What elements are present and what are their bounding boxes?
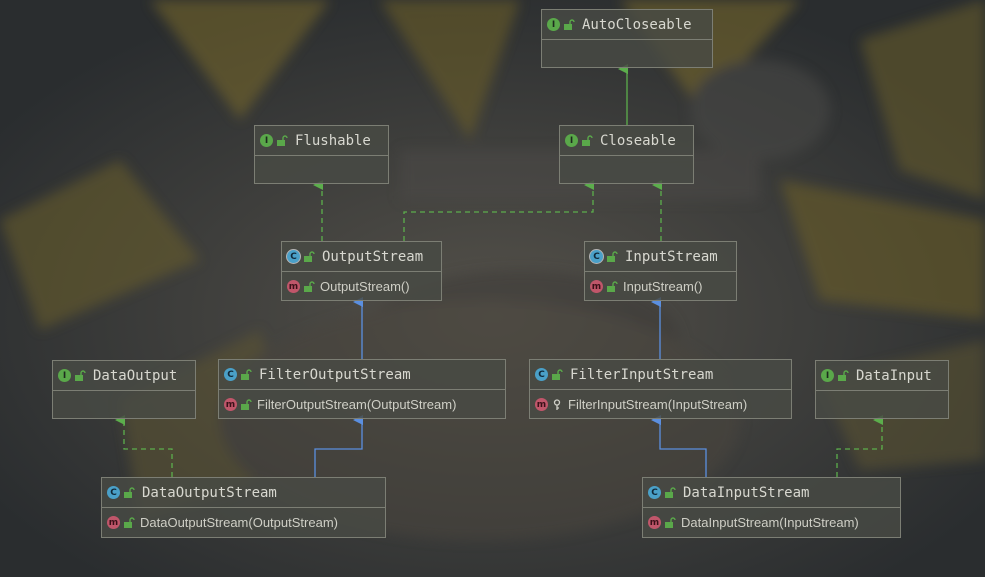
node-members-empty — [542, 40, 712, 69]
interface-icon: I — [547, 18, 560, 31]
node-datainputstream[interactable]: C DataInputStream m DataInputStream(Inpu… — [642, 477, 901, 538]
node-header: C OutputStream — [282, 242, 441, 272]
node-member-row: m FilterInputStream(InputStream) — [530, 390, 791, 419]
unlocked-icon — [564, 18, 575, 30]
unlocked-icon — [607, 280, 618, 292]
node-title: InputStream — [625, 248, 718, 265]
node-members-empty — [53, 391, 195, 420]
node-header: C FilterOutputStream — [219, 360, 505, 390]
node-dataoutputstream[interactable]: C DataOutputStream m DataOutputStream(Ou… — [101, 477, 386, 538]
unlocked-icon — [124, 486, 135, 498]
unlocked-icon — [75, 369, 86, 381]
node-outputstream[interactable]: C OutputStream m OutputStream() — [281, 241, 442, 301]
class-icon: C — [107, 486, 120, 499]
unlocked-icon — [838, 369, 849, 381]
node-member: OutputStream() — [320, 279, 410, 294]
unlocked-icon — [277, 134, 288, 146]
class-icon: C — [224, 368, 237, 381]
method-icon: m — [590, 280, 603, 293]
node-header: I AutoCloseable — [542, 10, 712, 40]
interface-icon: I — [58, 369, 71, 382]
node-title: DataOutputStream — [142, 484, 277, 501]
key-icon — [553, 398, 561, 410]
node-title: Closeable — [600, 132, 676, 149]
node-title: FilterOutputStream — [259, 366, 411, 383]
node-member-row: m FilterOutputStream(OutputStream) — [219, 390, 505, 419]
node-title: DataOutput — [93, 367, 178, 384]
unlocked-icon — [552, 368, 563, 380]
node-member: FilterOutputStream(OutputStream) — [257, 397, 457, 412]
node-flushable[interactable]: I Flushable — [254, 125, 389, 184]
unlocked-icon — [582, 134, 593, 146]
node-header: I DataOutput — [53, 361, 195, 391]
node-members-empty — [560, 156, 693, 185]
node-header: C FilterInputStream — [530, 360, 791, 390]
node-title: DataInputStream — [683, 484, 810, 501]
class-icon: C — [535, 368, 548, 381]
unlocked-icon — [607, 250, 618, 262]
method-icon: m — [287, 280, 300, 293]
node-header: I Flushable — [255, 126, 388, 156]
node-member-row: m DataOutputStream(OutputStream) — [102, 508, 385, 537]
unlocked-icon — [241, 368, 252, 380]
node-dataoutput[interactable]: I DataOutput — [52, 360, 196, 419]
method-icon: m — [648, 516, 661, 529]
unlocked-icon — [124, 516, 135, 528]
node-datainput[interactable]: I DataInput — [815, 360, 949, 419]
node-title: AutoCloseable — [582, 16, 692, 33]
node-header: I DataInput — [816, 361, 948, 391]
method-icon: m — [535, 398, 548, 411]
interface-icon: I — [260, 134, 273, 147]
node-header: C DataOutputStream — [102, 478, 385, 508]
node-filterinputstream[interactable]: C FilterInputStream m FilterInputStream(… — [529, 359, 792, 419]
class-icon: C — [648, 486, 661, 499]
unlocked-icon — [665, 516, 676, 528]
unlocked-icon — [665, 486, 676, 498]
node-header: C InputStream — [585, 242, 736, 272]
method-icon: m — [107, 516, 120, 529]
node-member: FilterInputStream(InputStream) — [568, 397, 748, 412]
interface-icon: I — [821, 369, 834, 382]
method-icon: m — [224, 398, 237, 411]
abstract-class-icon: C — [287, 250, 300, 263]
node-member: InputStream() — [623, 279, 703, 294]
node-title: FilterInputStream — [570, 366, 714, 383]
node-title: Flushable — [295, 132, 371, 149]
node-member: DataInputStream(InputStream) — [681, 515, 859, 530]
unlocked-icon — [304, 280, 315, 292]
node-member-row: m DataInputStream(InputStream) — [643, 508, 900, 537]
node-title: OutputStream — [322, 248, 424, 265]
node-title: DataInput — [856, 367, 932, 384]
node-members-empty — [255, 156, 388, 185]
node-member-row: m InputStream() — [585, 272, 736, 301]
node-inputstream[interactable]: C InputStream m InputStream() — [584, 241, 737, 301]
unlocked-icon — [304, 250, 315, 262]
node-closeable[interactable]: I Closeable — [559, 125, 694, 184]
interface-icon: I — [565, 134, 578, 147]
node-member: DataOutputStream(OutputStream) — [140, 515, 338, 530]
node-autocloseable[interactable]: I AutoCloseable — [541, 9, 713, 68]
unlocked-icon — [241, 398, 252, 410]
node-member-row: m OutputStream() — [282, 272, 441, 301]
node-members-empty — [816, 391, 948, 420]
node-header: C DataInputStream — [643, 478, 900, 508]
node-header: I Closeable — [560, 126, 693, 156]
node-filteroutputstream[interactable]: C FilterOutputStream m FilterOutputStrea… — [218, 359, 506, 419]
abstract-class-icon: C — [590, 250, 603, 263]
